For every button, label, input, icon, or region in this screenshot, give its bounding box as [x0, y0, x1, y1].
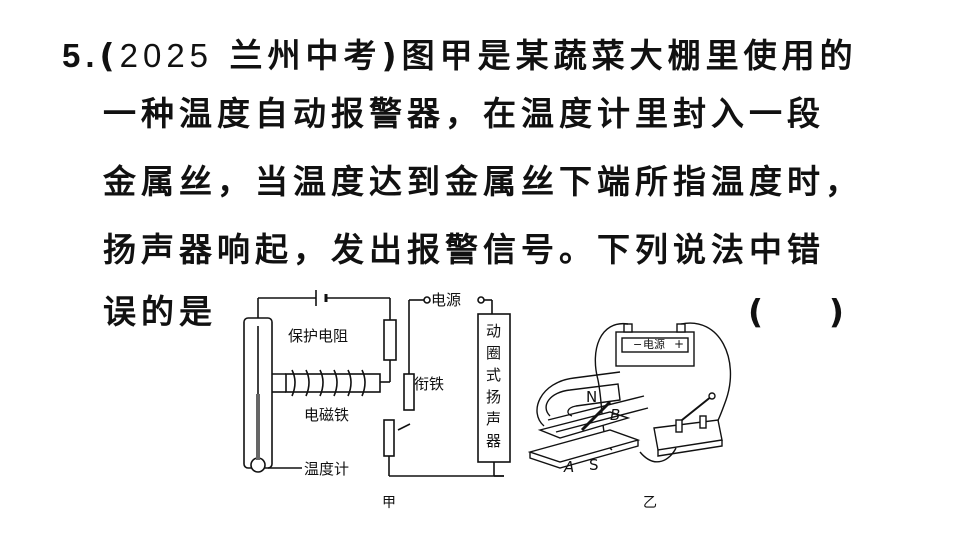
caption-jia: 甲 [382, 495, 396, 511]
label-speaker: 动圈式扬声器 [486, 322, 501, 450]
question-line-5: 误的是 [103, 292, 217, 331]
mercury-column [256, 394, 260, 460]
label-S: S [589, 456, 599, 474]
source-open: ( [99, 36, 120, 75]
source-close: ) [381, 36, 402, 75]
question-line-1: 5.(2025 兰州中考)图甲是某蔬菜大棚里使用的 [62, 36, 858, 76]
question-line-4: 扬声器响起，发出报警信号。下列说法中错 [103, 230, 825, 269]
answer-paren-open: ( [748, 292, 764, 331]
source-text: 兰州中考 [213, 36, 382, 75]
battery-plus: + [674, 337, 684, 351]
label-armature: 衔铁 [414, 375, 444, 393]
answer-paren-close: ) [828, 292, 844, 331]
label-A: A [563, 458, 574, 476]
figure-jia: 保护电阻 电磁铁 温度计 衔铁 电源 动圈式扬声器 甲 [243, 290, 511, 511]
label-B: B [610, 406, 620, 424]
source-year: 2025 [119, 37, 214, 74]
label-power-source: 电源 [431, 291, 461, 309]
question-number: 5. [62, 37, 100, 74]
battery-label: 电源 [643, 337, 665, 351]
label-N: N [586, 388, 597, 406]
label-thermometer: 温度计 [304, 460, 349, 478]
question-line-2: 一种温度自动报警器，在温度计里封入一段 [103, 94, 825, 133]
caption-yi: 乙 [643, 495, 657, 511]
battery-minus: − [633, 338, 642, 351]
electromagnet-coil [291, 369, 366, 397]
answer-blank[interactable]: ( ) [748, 292, 844, 331]
question-line-3: 金属丝，当温度达到金属丝下端所指温度时， [103, 162, 863, 201]
question-line-1-text: 图甲是某蔬菜大棚里使用的 [401, 36, 858, 75]
label-electromagnet: 电磁铁 [304, 406, 349, 424]
label-protective-resistor: 保护电阻 [288, 327, 348, 345]
figure-yi: − 电源 + N B A S 乙 [528, 322, 732, 511]
